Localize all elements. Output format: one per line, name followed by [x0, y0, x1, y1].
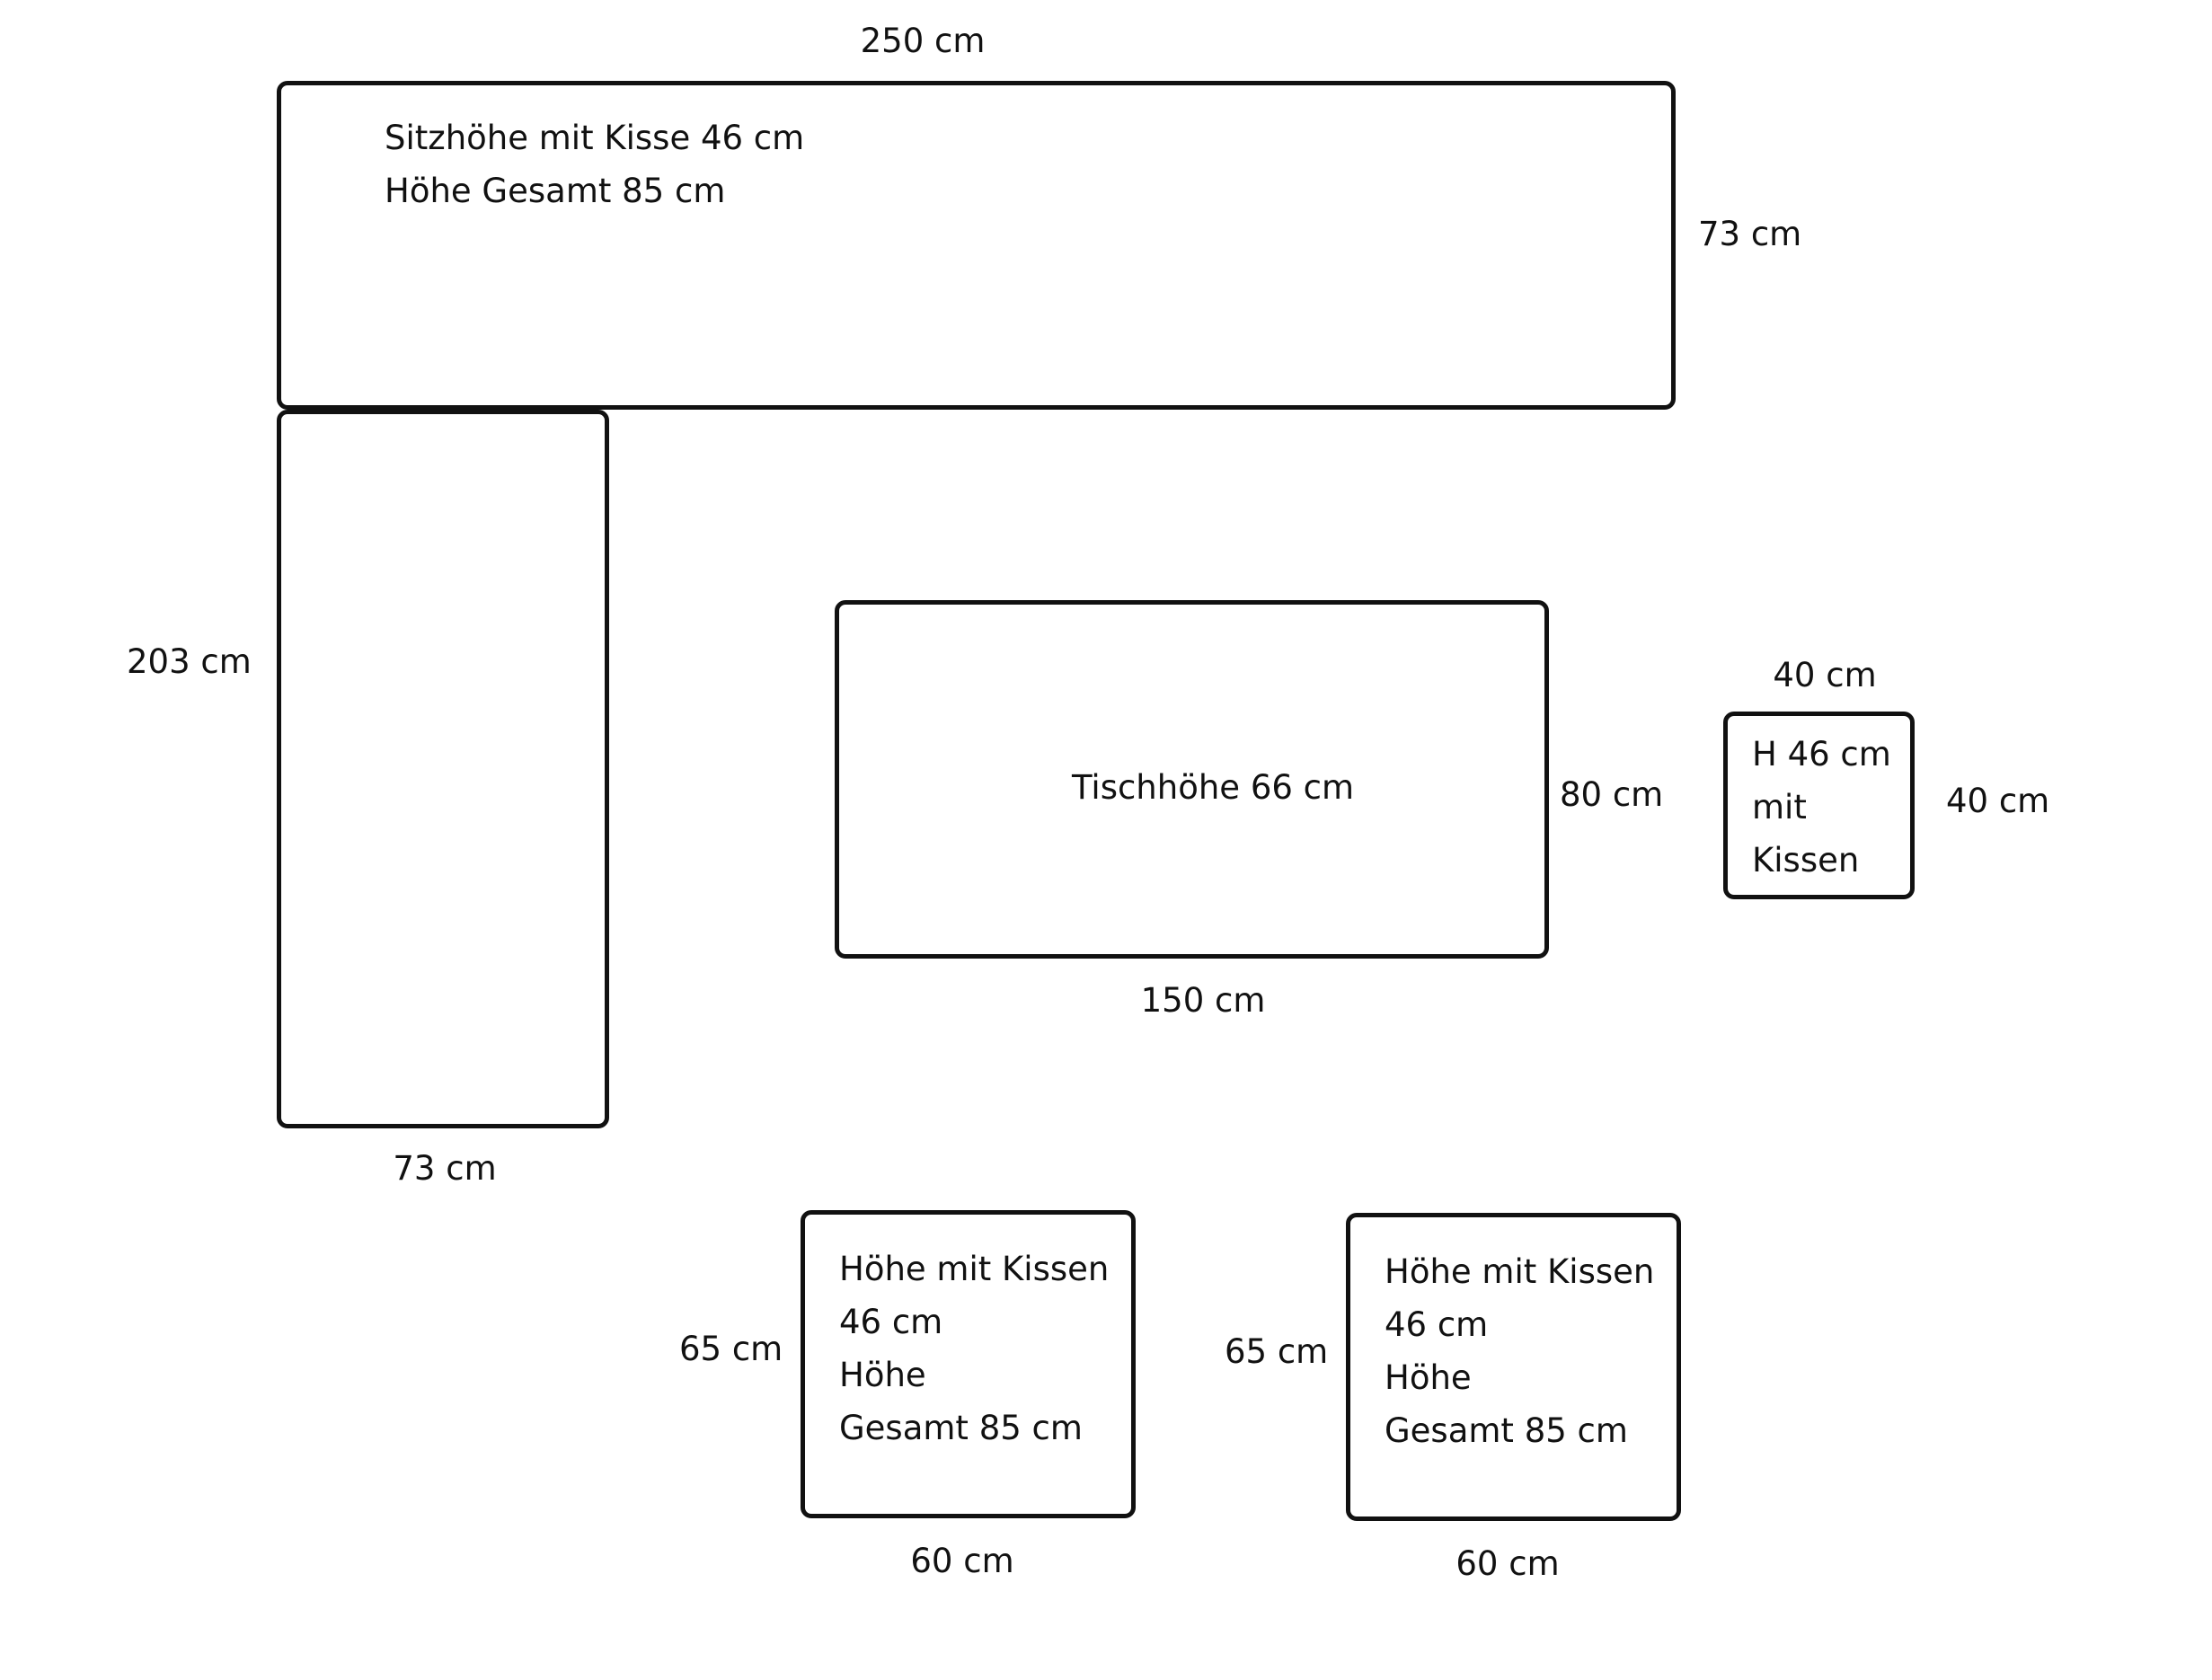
stool-note-line: mit [1752, 788, 1807, 827]
sofa-left-length-label: 203 cm [127, 642, 252, 681]
chair-2-note-line: Gesamt 85 cm [1385, 1411, 1628, 1450]
chair-1-width-label: 60 cm [910, 1542, 1014, 1580]
chair-2-note-line: 46 cm [1385, 1305, 1489, 1344]
chair-1-depth-label: 65 cm [679, 1330, 783, 1368]
stool-note-line: H 46 cm [1752, 735, 1891, 774]
stool [1723, 712, 1915, 899]
chair-1-note-line: Höhe mit Kissen [839, 1250, 1110, 1288]
chair-1-note-line: 46 cm [839, 1303, 943, 1341]
chair-1-note-line: Höhe [839, 1356, 926, 1394]
sofa-top-depth-label: 73 cm [1698, 215, 1802, 253]
stool-height-note: H 46 cm mit Kissen [1752, 728, 1891, 887]
table-width-label: 150 cm [1140, 981, 1266, 1020]
chair-2-width-label: 60 cm [1455, 1544, 1560, 1583]
sofa-total-height-note: Höhe Gesamt 85 cm [385, 172, 726, 210]
chair-1 [801, 1210, 1136, 1518]
stool-note-line: Kissen [1752, 841, 1860, 880]
table [835, 600, 1549, 959]
table-depth-label: 80 cm [1560, 775, 1664, 814]
chair-1-height-note: Höhe mit Kissen 46 cm Höhe Gesamt 85 cm [839, 1242, 1109, 1455]
chair-2-height-note: Höhe mit Kissen 46 cm Höhe Gesamt 85 cm [1385, 1245, 1654, 1457]
chair-2-note-line: Höhe mit Kissen [1385, 1252, 1655, 1291]
sofa-top-width-label: 250 cm [860, 22, 986, 60]
sofa-seat-height-note: Sitzhöhe mit Kisse 46 cm [385, 119, 805, 157]
chair-1-note-line: Gesamt 85 cm [839, 1409, 1083, 1447]
table-height-note: Tischhöhe 66 cm [1071, 768, 1355, 807]
chair-2-depth-label: 65 cm [1225, 1332, 1329, 1371]
sofa-top-section [277, 81, 1676, 410]
chair-2-note-line: Höhe [1385, 1358, 1472, 1397]
chair-2 [1346, 1213, 1681, 1521]
sofa-top-notes: Sitzhöhe mit Kisse 46 cm Höhe Gesamt 85 … [385, 111, 804, 217]
sofa-left-section [277, 410, 609, 1128]
stool-width-label: 40 cm [1773, 656, 1877, 694]
sofa-left-depth-label: 73 cm [393, 1149, 497, 1188]
stool-depth-label: 40 cm [1946, 782, 2050, 820]
